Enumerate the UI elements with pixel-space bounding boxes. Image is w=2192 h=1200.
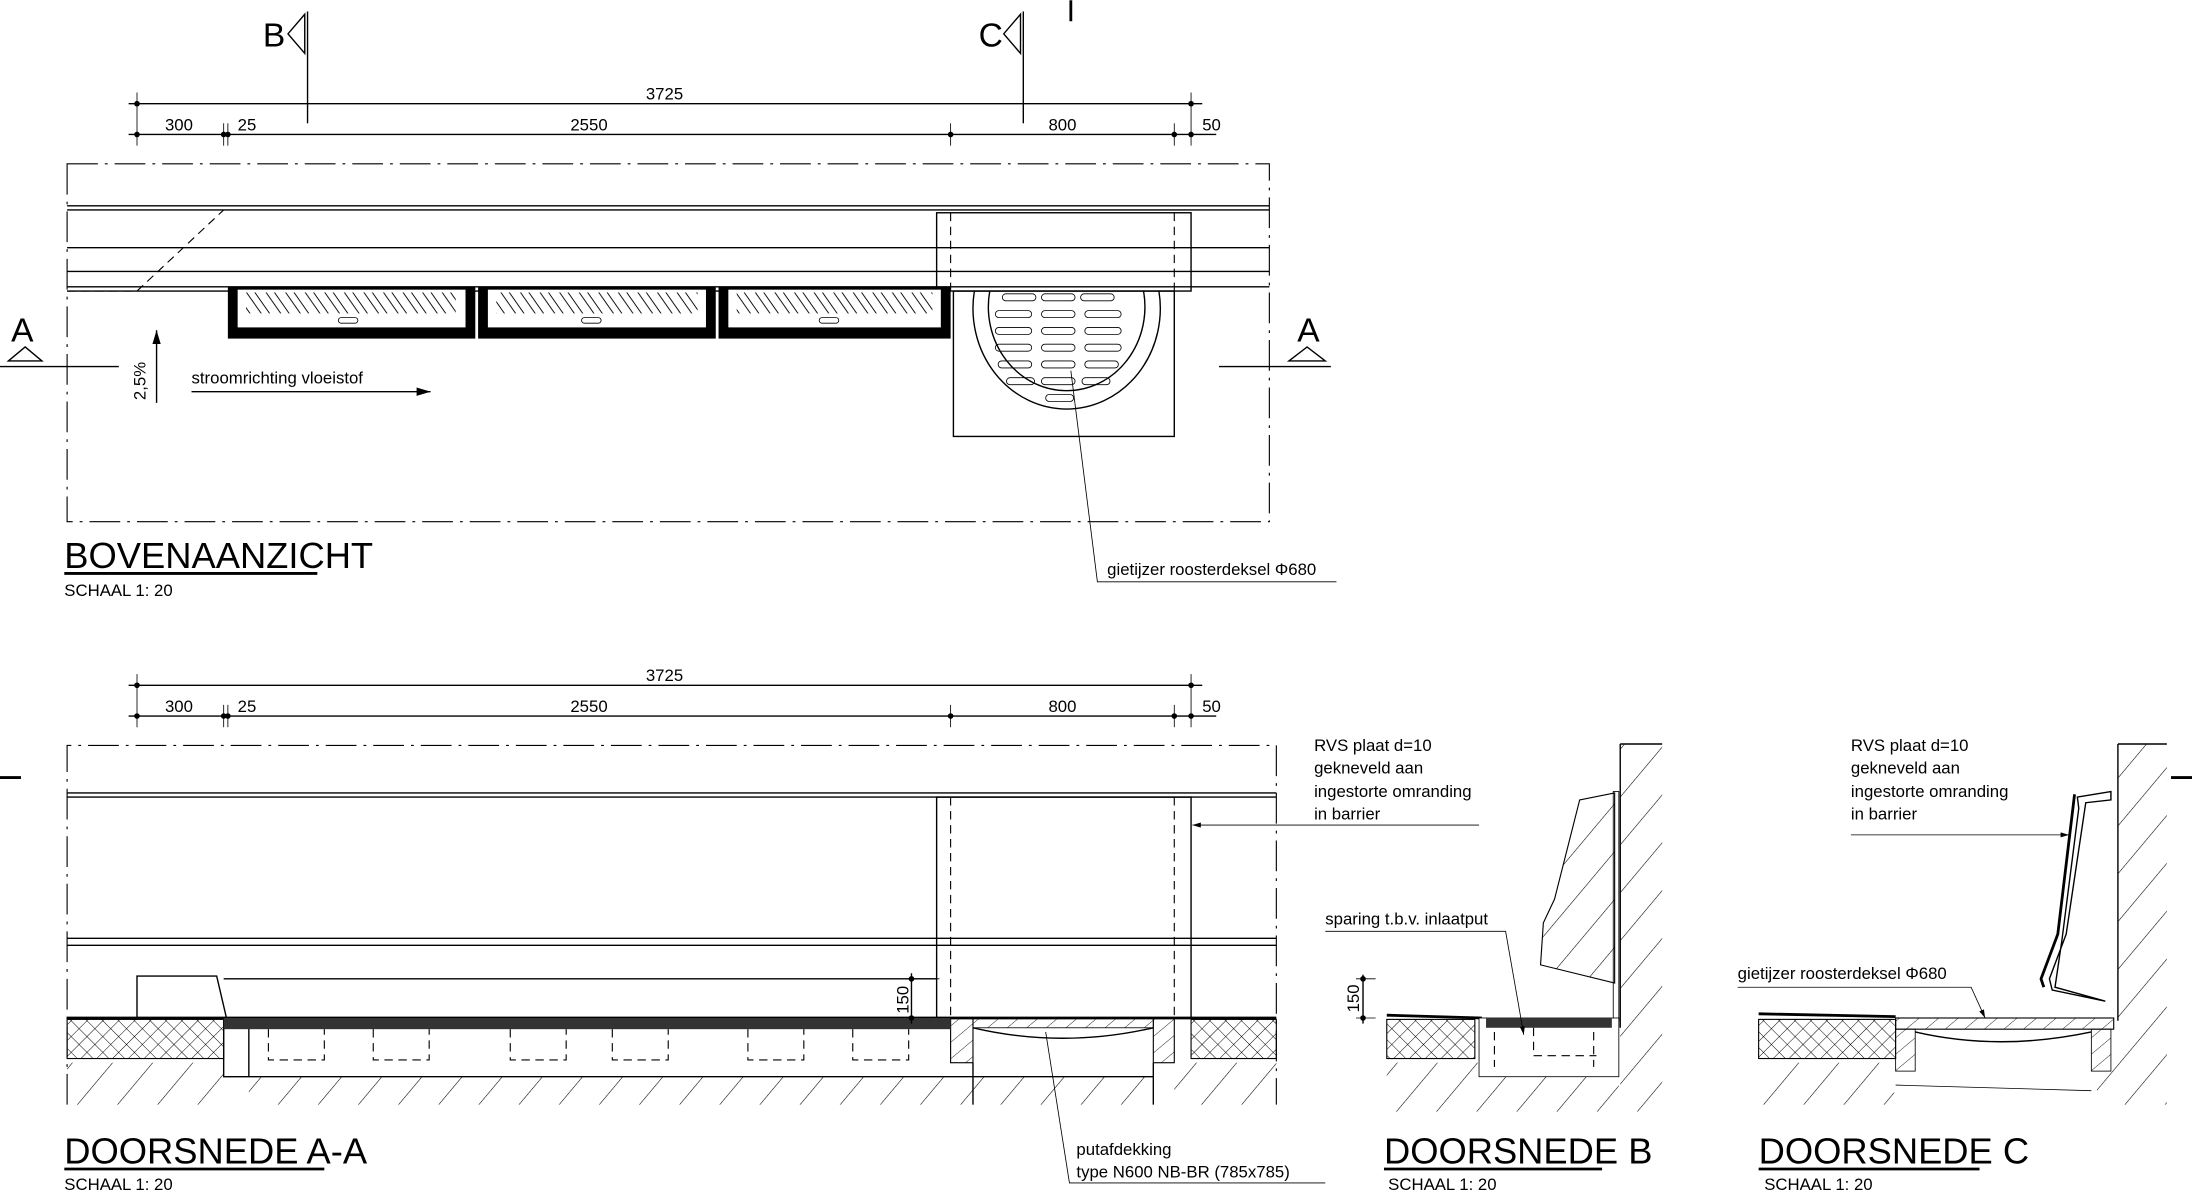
plan-dimensions: 3725 300 25 2550 800 50 bbox=[128, 85, 1221, 146]
plate-label-1: RVS plaat d=10 bbox=[1314, 736, 1432, 755]
section-c-title: DOORSNEDE C bbox=[1759, 1130, 2029, 1171]
section-aa: 3725 300 25 2550 800 50 bbox=[0, 666, 2192, 1194]
section-b: RVS plaat d=10 gekneveld aan ingestorte … bbox=[1314, 736, 1663, 1194]
cover-leader bbox=[1045, 1031, 1326, 1184]
grate-leader bbox=[1070, 370, 1337, 583]
plate-label-4: in barrier bbox=[1851, 804, 1918, 823]
grate-label: gietijzer roosterdeksel Φ680 bbox=[1107, 560, 1316, 579]
cover-label-2: type N600 NB-BR (785x785) bbox=[1076, 1162, 1289, 1181]
height-dim-150: 150 bbox=[1344, 974, 1376, 1024]
section-marker-c: C bbox=[979, 11, 1025, 124]
dim-800: 800 bbox=[1048, 115, 1076, 134]
section-marker-a-right-label: A bbox=[1297, 312, 1320, 349]
section-marker-a-left: A bbox=[0, 312, 119, 368]
plate-label-1: RVS plaat d=10 bbox=[1851, 736, 1969, 755]
channel-grate-units bbox=[223, 1017, 1154, 1061]
plan-boundary bbox=[66, 163, 1270, 523]
section-aa-dimensions: 3725 300 25 2550 800 50 bbox=[128, 666, 1221, 728]
dim-25: 25 bbox=[238, 115, 257, 134]
dim-total: 3725 bbox=[646, 666, 683, 685]
channel-grates bbox=[227, 286, 951, 339]
dim-2550: 2550 bbox=[570, 697, 607, 716]
section-marker-b: B bbox=[263, 11, 309, 124]
plate-label-4: in barrier bbox=[1314, 804, 1381, 823]
section-marker-b-label: B bbox=[263, 17, 285, 54]
section-aa-title: DOORSNEDE A-A bbox=[64, 1130, 368, 1171]
height-dim-label: 150 bbox=[894, 986, 913, 1014]
plate-label-3: ingestorte omranding bbox=[1314, 782, 1472, 801]
section-b-title: DOORSNEDE B bbox=[1384, 1130, 1652, 1171]
section-c: RVS plaat d=10 gekneveld aan ingestorte … bbox=[1738, 736, 2167, 1194]
section-marker-a-right: A bbox=[1219, 312, 1331, 368]
flow-direction-label: stroomrichting vloeistof bbox=[192, 368, 364, 387]
height-dim-150: 150 bbox=[894, 973, 940, 1024]
dim-300: 300 bbox=[165, 115, 193, 134]
plate-label-3: ingestorte omranding bbox=[1851, 782, 2009, 801]
section-marker-c-label: C bbox=[979, 17, 1003, 54]
dim-300: 300 bbox=[165, 697, 193, 716]
dim-50: 50 bbox=[1202, 115, 1221, 134]
grate-label: gietijzer roosterdeksel Φ680 bbox=[1738, 964, 1947, 983]
dim-total: 3725 bbox=[646, 85, 683, 104]
plan-view: B C 3725 300 25 2550 800 50 bbox=[0, 0, 1337, 600]
barrier-lines bbox=[67, 205, 1270, 292]
dim-50: 50 bbox=[1202, 697, 1221, 716]
round-grate bbox=[952, 290, 1175, 438]
plate-label-2: gekneveld aan bbox=[1851, 758, 1960, 777]
section-marker-a-left-label: A bbox=[11, 312, 34, 349]
rvs-plate bbox=[2048, 790, 2112, 1002]
dim-25: 25 bbox=[238, 697, 257, 716]
grate-cover bbox=[1895, 1017, 2115, 1030]
plate-label-2: gekneveld aan bbox=[1314, 758, 1423, 777]
plan-view-title: BOVENAANZICHT bbox=[64, 535, 373, 576]
cover-label-1: putafdekking bbox=[1076, 1140, 1171, 1159]
plan-view-scale: SCHAAL 1: 20 bbox=[64, 581, 172, 600]
section-b-scale: SCHAAL 1: 20 bbox=[1388, 1175, 1496, 1194]
dim-2550: 2550 bbox=[570, 115, 607, 134]
section-aa-scale: SCHAAL 1: 20 bbox=[64, 1175, 172, 1194]
recess-label: sparing t.b.v. inlaatput bbox=[1325, 909, 1488, 928]
section-c-scale: SCHAAL 1: 20 bbox=[1764, 1175, 1872, 1194]
slope-label: 2,5% bbox=[130, 362, 149, 400]
height-dim-label: 150 bbox=[1344, 984, 1363, 1012]
dim-800: 800 bbox=[1048, 697, 1076, 716]
